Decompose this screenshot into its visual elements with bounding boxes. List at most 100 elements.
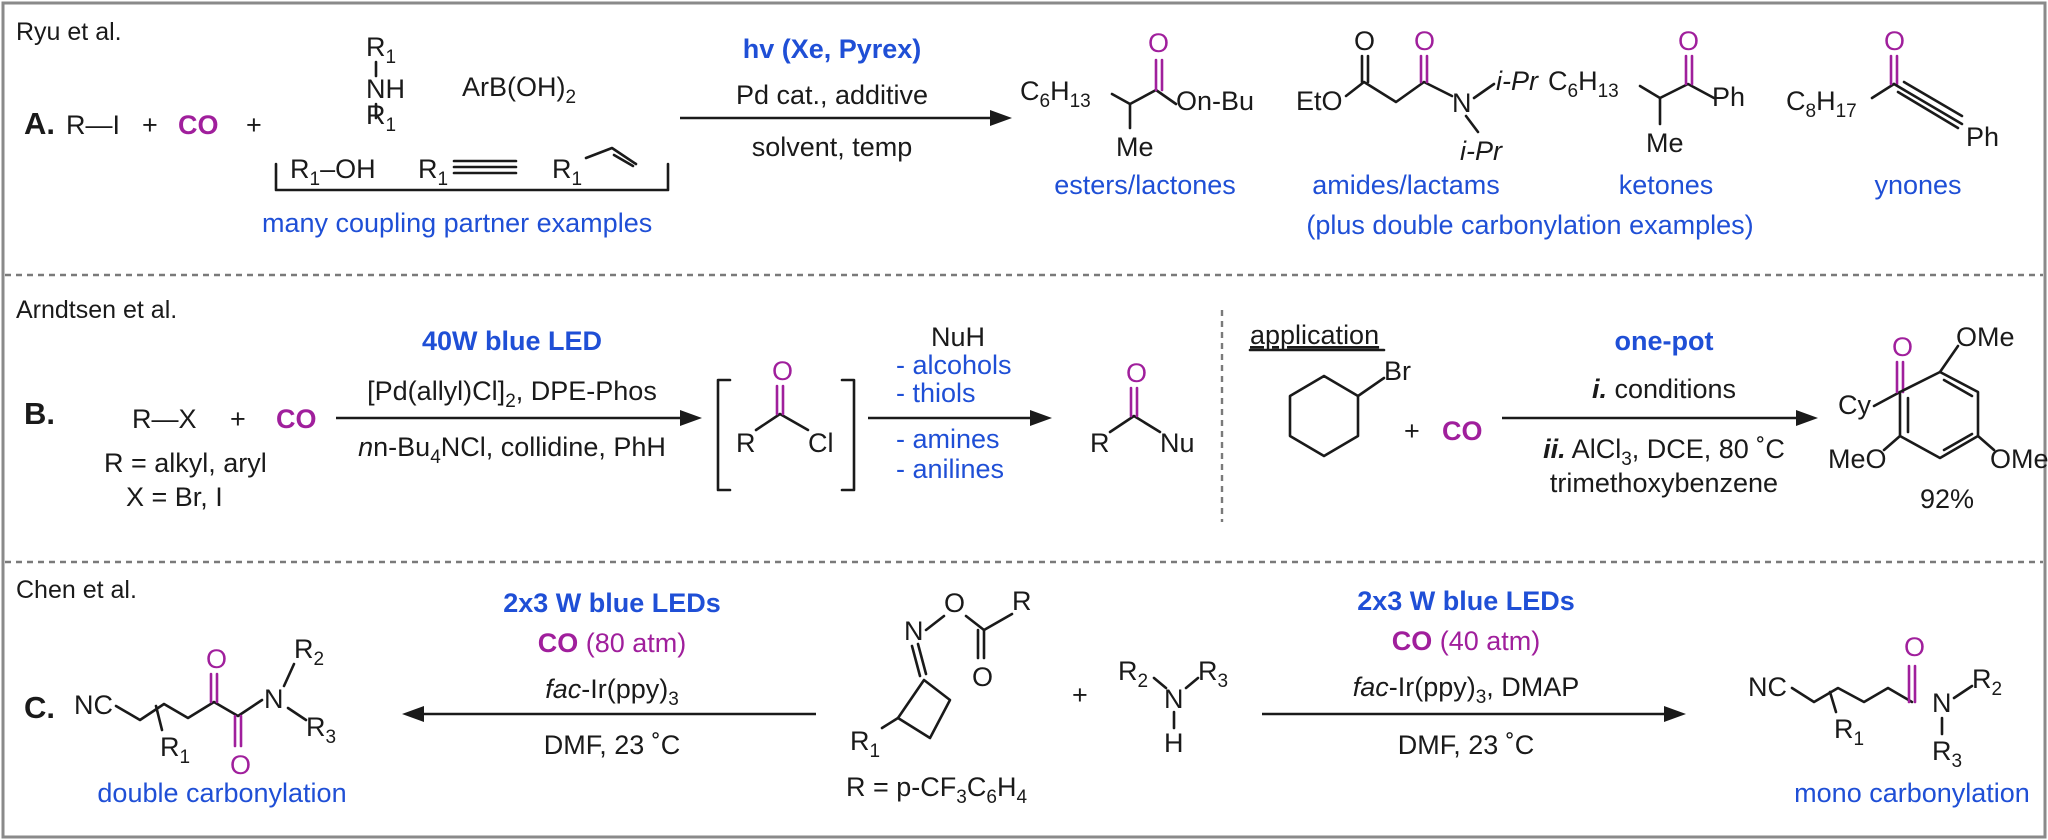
svg-text:O: O — [1148, 28, 1169, 58]
svg-text:O: O — [972, 662, 993, 692]
aryl-ketone-product: Cy O OMe OMe MeO 92% — [1828, 322, 2048, 514]
amine-r1-bottom: R1 — [366, 100, 396, 136]
alkene-partner: R1 — [552, 146, 638, 190]
nu-alcohols: - alcohols — [896, 350, 1012, 380]
svg-text:Cl: Cl — [808, 428, 834, 458]
row-b: Arndtsen et al. B. R—X + CO R = alkyl, a… — [16, 296, 2048, 514]
alkyl-halide: R—X — [132, 404, 197, 434]
svg-text:N: N — [904, 616, 924, 646]
svg-text:O: O — [1354, 26, 1375, 56]
svg-text:O: O — [1892, 332, 1913, 362]
conditions-light-source: hv (Xe, Pyrex) — [743, 34, 922, 64]
alcohol-partner: R1–OH — [290, 154, 376, 190]
svg-text:R3: R3 — [306, 712, 336, 748]
svg-text:R: R — [736, 428, 756, 458]
caption-esters: esters/lactones — [1054, 170, 1236, 200]
svg-text:O: O — [1884, 26, 1905, 56]
amide-product: NC R1 O N R2 R3 — [1748, 632, 2002, 772]
oxime-ester-substrate: N O R O R1 — [850, 586, 1032, 762]
carbonyl-product: R O Nu — [1090, 358, 1195, 458]
nu-amines: - amines — [896, 424, 1000, 454]
svg-text:R: R — [1090, 428, 1110, 458]
svg-text:Cy: Cy — [1838, 390, 1871, 420]
arrowhead — [680, 410, 702, 426]
nucleophile-label: NuH — [931, 322, 985, 352]
svg-text:Me: Me — [1116, 132, 1154, 162]
svg-text:Br: Br — [1384, 356, 1411, 386]
plus-sign: + — [246, 110, 262, 140]
partners-caption: many coupling partner examples — [262, 208, 652, 238]
r-definition: R = alkyl, aryl — [104, 448, 267, 478]
conditions-light-source: 40W blue LED — [422, 326, 602, 356]
svg-text:R: R — [1012, 586, 1032, 616]
carbon-monoxide: CO — [276, 404, 317, 434]
svg-text:On-Bu: On-Bu — [1176, 86, 1254, 116]
caption-double-carbonylation: double carbonylation — [97, 778, 346, 808]
arrowhead — [990, 110, 1012, 126]
plus-sign: + — [1404, 416, 1420, 446]
svg-text:R2: R2 — [294, 634, 324, 670]
conditions-additives: nn-Bu4NCl, collidine, PhH — [358, 432, 666, 468]
left-catalyst: fac-Ir(ppy)3 — [545, 674, 679, 710]
svg-text:R3: R3 — [1932, 736, 1962, 772]
nu-thiols: - thiols — [896, 378, 976, 408]
svg-text:N: N — [264, 684, 284, 714]
svg-text:OMe: OMe — [1956, 322, 2015, 352]
nu-anilines: - anilines — [896, 454, 1004, 484]
conditions-solvent: solvent, temp — [752, 132, 913, 162]
row-a: Ryu et al. A. R—I + CO + R1 NH R1 ArB(OH… — [16, 18, 1999, 240]
row-c-label: C. — [24, 690, 55, 725]
svg-text:i-Pr: i-Pr — [1496, 66, 1539, 96]
svg-text:R1: R1 — [552, 154, 582, 190]
svg-text:R2: R2 — [1972, 664, 2002, 700]
arrowhead — [1796, 410, 1818, 426]
conditions-catalyst: [Pd(allyl)Cl]2, DPE-Phos — [367, 376, 657, 412]
svg-text:R2: R2 — [1118, 656, 1148, 692]
right-co-pressure: CO (40 atm) — [1392, 626, 1541, 656]
application-reagent: trimethoxybenzene — [1550, 468, 1778, 498]
secondary-amine: R2 N R3 H — [1118, 656, 1228, 758]
svg-text:Ph: Ph — [1966, 122, 1999, 152]
row-b-label: B. — [24, 396, 55, 431]
svg-text:R1: R1 — [160, 732, 190, 768]
row-c: Chen et al. C. NC R1 O O N R2 R3 double … — [16, 576, 2030, 808]
amine-nh: NH — [366, 74, 405, 104]
svg-text:O: O — [944, 588, 965, 618]
ketone-product: C6H13 Me O Ph — [1548, 26, 1745, 158]
svg-text:O: O — [1414, 26, 1435, 56]
x-definition: X = Br, I — [126, 482, 223, 512]
svg-text:OMe: OMe — [1990, 444, 2048, 474]
row-a-author: Ryu et al. — [16, 18, 122, 46]
carbon-monoxide: CO — [178, 110, 219, 140]
left-light-source: 2x3 W blue LEDs — [503, 588, 721, 618]
carbon-monoxide: CO — [1442, 416, 1483, 446]
acyl-chloride-intermediate: R O Cl — [716, 356, 856, 492]
svg-text:Nu: Nu — [1160, 428, 1195, 458]
caption-mono-carbonylation: mono carbonylation — [1794, 778, 2030, 808]
caption-ynones: ynones — [1874, 170, 1961, 200]
cyclohexyl-bromide: Br — [1288, 356, 1411, 458]
alkyl-iodide: R—I — [66, 110, 120, 140]
svg-text:EtO: EtO — [1296, 86, 1343, 116]
svg-text:O: O — [206, 644, 227, 674]
svg-text:MeO: MeO — [1828, 444, 1887, 474]
svg-text:N: N — [1164, 684, 1184, 714]
left-solvent: DMF, 23 ˚C — [544, 730, 681, 760]
left-co-pressure: CO (80 atm) — [538, 628, 687, 658]
svg-text:R1: R1 — [1834, 714, 1864, 750]
svg-text:O: O — [230, 750, 251, 780]
svg-text:92%: 92% — [1920, 484, 1974, 514]
application-step-1: i. conditions — [1592, 374, 1736, 404]
svg-text:N: N — [1452, 88, 1472, 118]
svg-text:N: N — [1932, 688, 1952, 718]
amine-r1-top: R1 — [366, 32, 396, 68]
caption-double-carbonylation: (plus double carbonylation examples) — [1306, 210, 1753, 240]
conditions-catalyst: Pd cat., additive — [736, 80, 928, 110]
svg-text:C6H13: C6H13 — [1020, 76, 1091, 112]
svg-text:NC: NC — [1748, 672, 1787, 702]
right-light-source: 2x3 W blue LEDs — [1357, 586, 1575, 616]
svg-text:C6H13: C6H13 — [1548, 66, 1619, 102]
svg-text:R1: R1 — [418, 154, 448, 190]
application-step-2: ii. AlCl3, DCE, 80 ˚C — [1543, 434, 1785, 470]
